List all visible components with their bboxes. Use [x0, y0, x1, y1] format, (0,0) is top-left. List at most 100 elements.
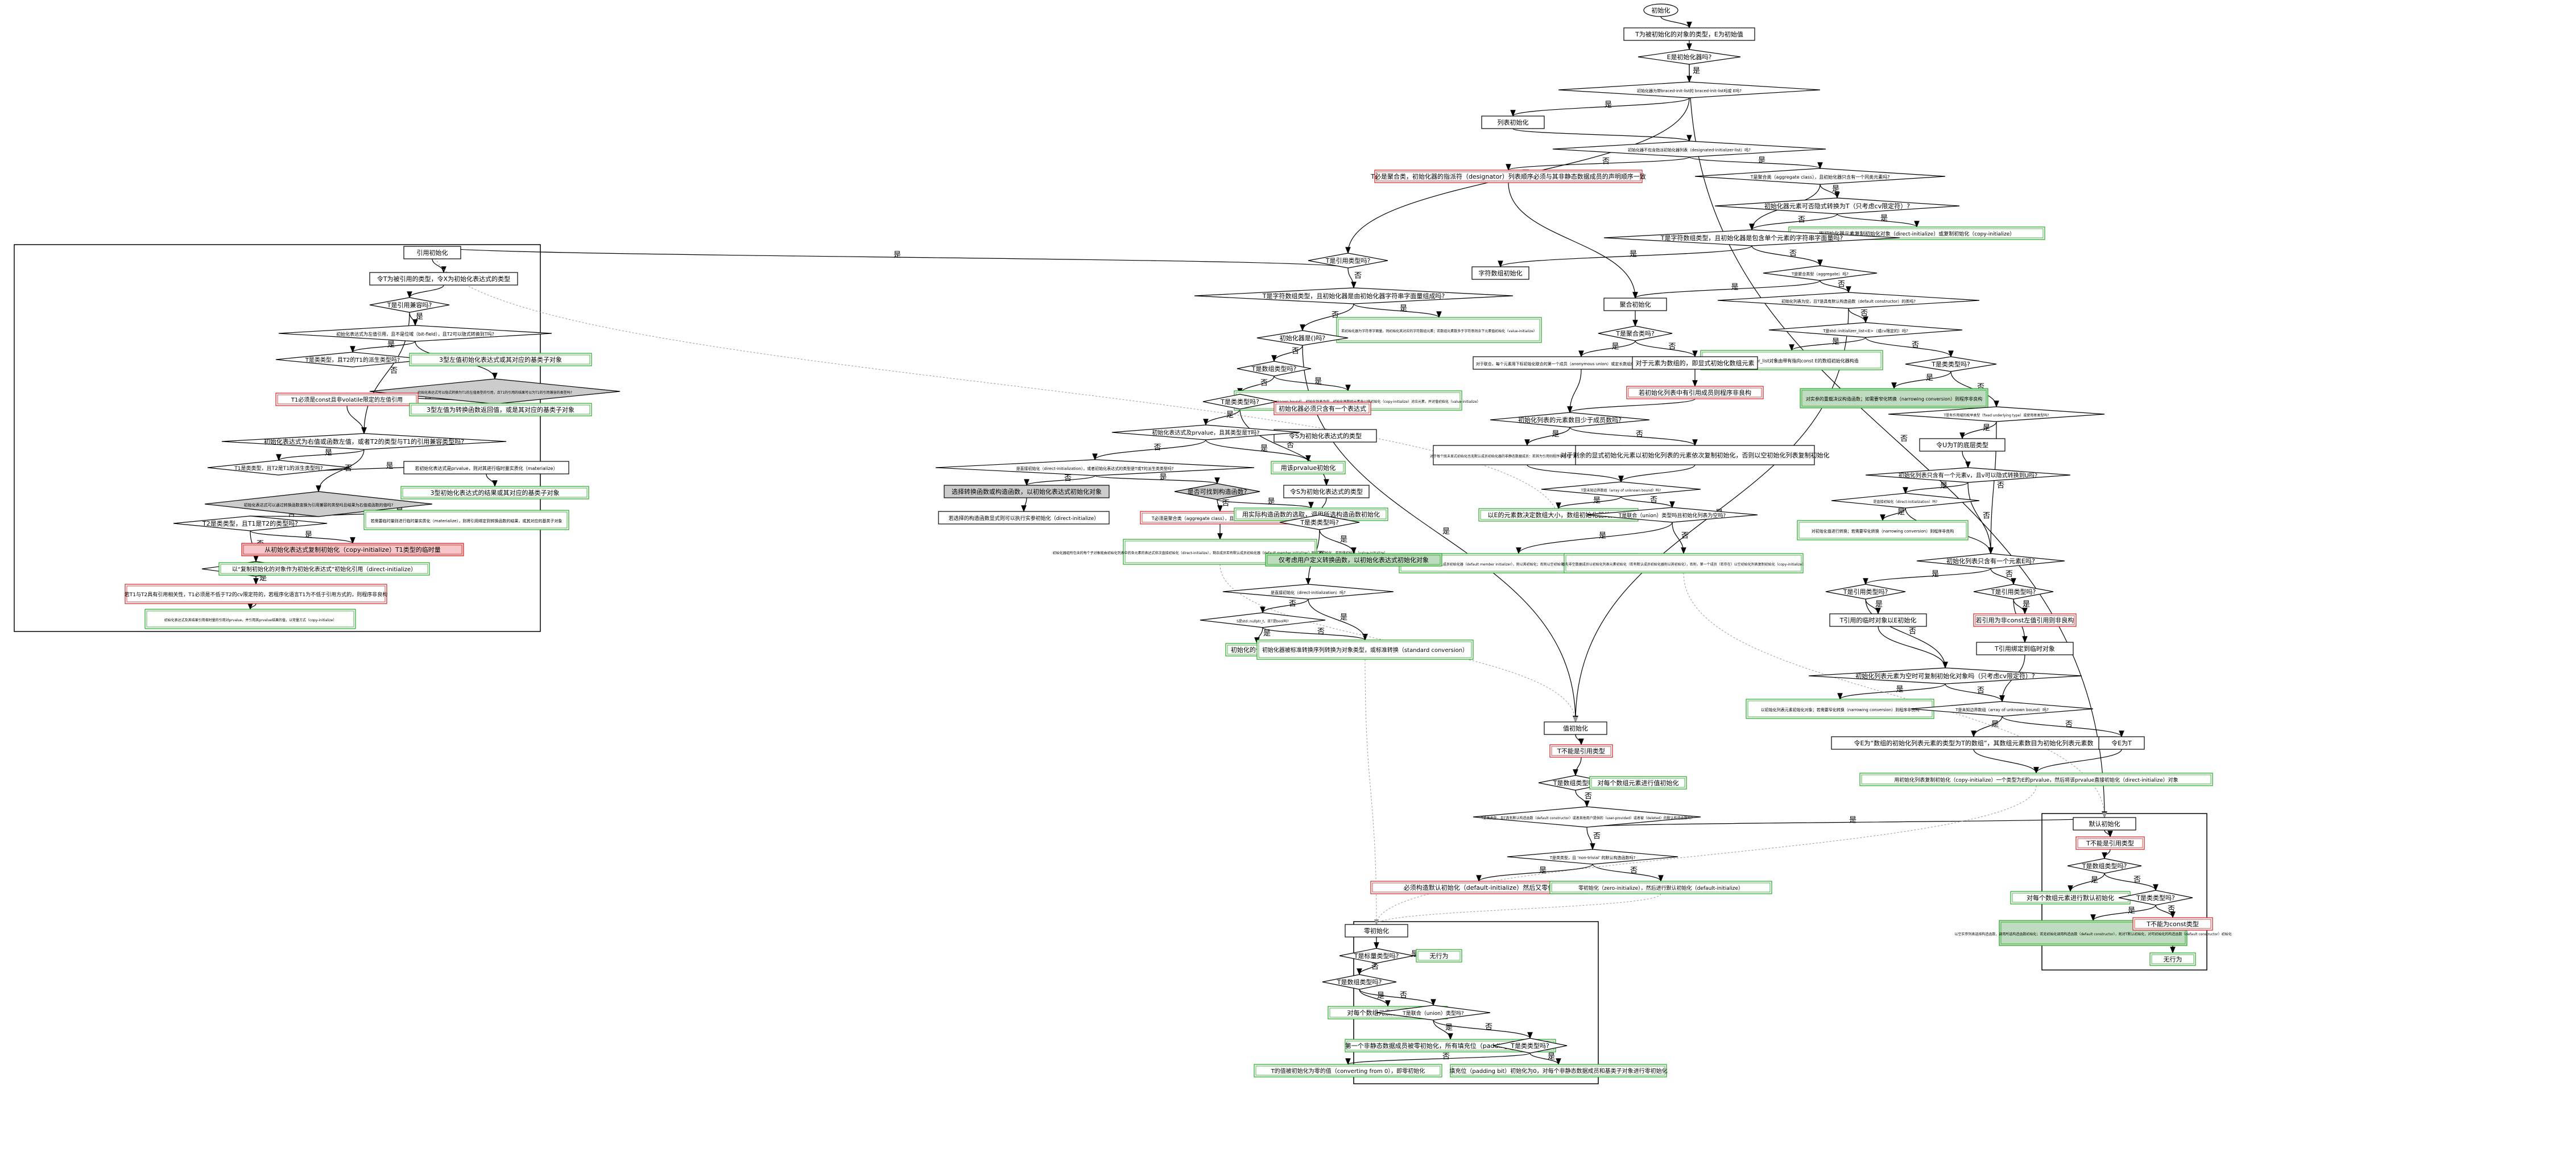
edge: [1967, 482, 1994, 555]
node-label: 是直接初始化（direct-initialization）吗?: [1271, 590, 1346, 595]
node-label: T是未知边界数组（array of unknown bound）吗?: [1581, 488, 1661, 493]
node-shape: [1111, 424, 1300, 440]
node-inner-border: [411, 354, 590, 365]
node-label: 初始化器必须只含有一个表达式: [1279, 404, 1366, 412]
edge: [1660, 16, 1692, 29]
node-inner-border: [2151, 954, 2194, 964]
node-shape: [1174, 483, 1260, 500]
cluster-box: [1353, 921, 1599, 1084]
node-shape: [1256, 639, 1474, 660]
edge-label-no: 否: [1485, 1023, 1492, 1031]
node-d12: 初始化列表只含有一个元素v，且v可以隐式转换到U吗?: [1865, 467, 2071, 483]
edge-label-yes: 是: [386, 462, 394, 470]
node-inner-border: [1376, 171, 1641, 181]
node-shape: [144, 609, 356, 629]
node-shape: [1376, 1005, 1491, 1021]
edge-label-yes: 是: [1377, 992, 1384, 1000]
edge: [1273, 375, 1351, 392]
node-n1: T为被初始化的对象的类型，E为初始值: [1623, 27, 1755, 41]
node-label: 令E为“数组的初始化列表元素的类型为T的数组”，其数组元素数目为初始化列表元素数: [1854, 739, 2093, 747]
node-shape: [1919, 438, 2006, 452]
edge-label-yes: 是: [1605, 101, 1612, 109]
node-label: 3型初始化表达式的结果或其对应的基类子对象: [431, 489, 560, 497]
node-label: T引用的临时对象以E初始化: [1839, 616, 1917, 624]
edge: [1433, 1019, 1533, 1039]
edge: [346, 405, 367, 435]
node-d_z4: T是类类型吗?: [1492, 1038, 1568, 1054]
edge: [1891, 371, 1951, 390]
node-label: 初始化列表为空，且T是具有默认构造函数（default constructor）…: [1781, 299, 1916, 304]
node-shape: [1859, 773, 2213, 786]
edge: [2033, 749, 2122, 774]
edge: [1683, 572, 2107, 818]
node-inner-border: [2077, 838, 2143, 848]
node-d_ex4: T是类类型吗?: [1202, 394, 1277, 410]
edge-label-yes: 是: [1593, 497, 1601, 505]
edge-label-no: 否: [1798, 216, 1805, 224]
node-inner-border: [1338, 319, 1540, 341]
node-g_bind_result: 3型初始化表达式的结果或其对应的基类子对象: [400, 486, 589, 499]
edge-label-no: 否: [1636, 430, 1643, 439]
edge: [1433, 1019, 1453, 1041]
node-label: 用该prvalue初始化: [1281, 464, 1336, 472]
node-shape: [1638, 49, 1741, 65]
node-label: T是联合（union）类型吗?: [1402, 1010, 1464, 1017]
node-label: 以空实参列表选择构造函数，调用所选构造函数初始化；若无初始化调用构造函数（def…: [1954, 932, 2231, 936]
edge: [1203, 408, 1241, 426]
edge: [1573, 757, 1582, 777]
edge-label-no: 否: [1602, 158, 1610, 166]
edge-label-yes: 是: [1880, 214, 1888, 223]
node-label: 该std::initializer_list对象由带有指向const E的数组初…: [1725, 358, 1858, 364]
node-shape: [938, 511, 1110, 525]
edge: [1837, 683, 1946, 700]
node-label: 值初始化: [1563, 724, 1588, 732]
node-shape: [1976, 642, 2074, 655]
node-zeroinit: 零初始化: [1345, 924, 1408, 938]
edge: [1094, 475, 1220, 485]
node-shape: [1507, 849, 1678, 865]
node-label: 令T为被引用的类型，令X为初始化表达式的类型: [377, 275, 510, 283]
node-shape: [1808, 667, 2082, 684]
node-shape: [363, 510, 569, 530]
node-label: T是类类型吗?: [1300, 518, 1339, 526]
edge-label-yes: 是: [1832, 338, 1839, 346]
node-label: 无行为: [1430, 952, 1449, 960]
node-n_tempbind: T引用绑定到临时对象: [1976, 642, 2074, 655]
node-label: S是std::nullptr_t，且T是bool吗?: [1237, 619, 1289, 624]
node-label: 填充位（padding bit）初始化为0，对每个非静态数据成员和基类子对象进行…: [1449, 1067, 1667, 1075]
edge: [1345, 1052, 1531, 1066]
cluster-box: [14, 244, 541, 632]
node-n_u: 令U为T的底层类型: [1919, 438, 2006, 452]
edge: [1359, 989, 1436, 1006]
edge-label-no: 否: [1292, 347, 1299, 356]
edge: [409, 312, 418, 327]
node-shape: [1265, 553, 1442, 567]
node-shape: [241, 543, 464, 556]
edge-label-no: 否: [1154, 444, 1161, 452]
node-shape: [1586, 507, 1758, 523]
node-label: 聚合初始化: [1620, 300, 1651, 308]
node-g_narrow3: 以初始化列表元素初始化对象；若需要窄化转换（narrowing conversi…: [1746, 699, 1934, 719]
edge: [1672, 522, 1686, 555]
edge: [1524, 427, 1570, 447]
node-label: 若初始化表达式是prvalue，则对其进行临时量实质化（materialize）: [415, 465, 558, 471]
node-label: 若初始化列表中有引用成员则程序非良构: [1639, 389, 1751, 397]
node-label: 令S为初始化表达式的类型: [1290, 488, 1363, 496]
node-s_conv_func: 选择转换函数或构造函数，以初始化表达式初始化对象: [944, 485, 1110, 498]
node-shape: [935, 459, 1255, 476]
edge: [1751, 245, 1823, 267]
edge: [1990, 568, 2016, 585]
edge-label-yes: 是: [259, 574, 267, 583]
node-shape: [2067, 858, 2142, 874]
node-label: 对于联合，每个元素用下标初始化联合的第一个成员（anonymous union）…: [1476, 361, 1687, 366]
edge: [1878, 626, 1948, 669]
node-d_ex2: 初始化器是()吗?: [1256, 330, 1349, 346]
edge: [1569, 427, 1698, 447]
edge: [1302, 345, 1578, 723]
node-r_not_ref: T不能是引用类型: [1549, 744, 1613, 758]
edge: [1620, 496, 1675, 509]
node-label: 对初始化值进行转换；若需要窄化转换（narrowing conversion）则…: [1812, 529, 1954, 534]
node-shape: [1345, 924, 1408, 938]
node-shape: [1256, 330, 1349, 346]
edge: [1260, 598, 1309, 614]
